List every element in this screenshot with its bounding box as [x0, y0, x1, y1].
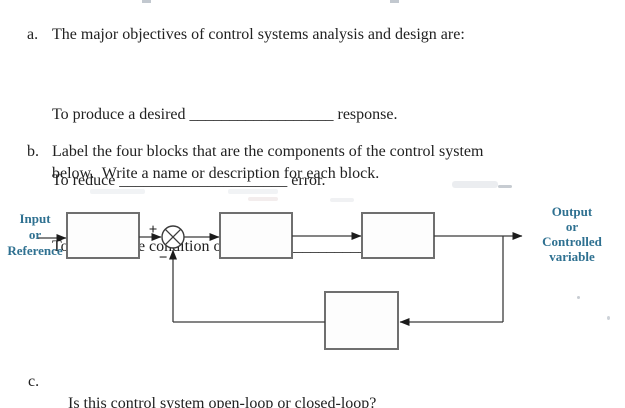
output-label-line: Controlled — [542, 234, 602, 249]
block-3 — [361, 212, 435, 259]
input-reference-label: Input or Reference — [4, 211, 66, 259]
output-label-line: Output — [551, 204, 593, 219]
output-label-line: variable — [549, 249, 595, 264]
input-label-line: or — [28, 227, 42, 242]
output-label-line: or — [565, 219, 579, 234]
section-c-question-row: Is this control system open-loop or clos… — [52, 371, 502, 408]
summing-junction-x — [164, 228, 182, 246]
minus-sign: − — [159, 250, 168, 266]
block-2 — [219, 212, 293, 259]
section-c-marker: c. — [28, 373, 40, 390]
section-a-marker: a. — [27, 26, 39, 43]
block-4-feedback — [324, 291, 399, 350]
section-b-marker: b. — [27, 143, 39, 160]
block-1 — [66, 212, 140, 259]
output-controlled-variable-label: Output or Controlled variable — [529, 204, 615, 264]
section-c-question: Is this control system open-loop or clos… — [68, 395, 377, 408]
section-c-answer-blank: ______________ — [390, 395, 503, 408]
section-b-line1: Label the four blocks that are the compo… — [52, 143, 484, 160]
fill-in-line-reduce-error: To reduce _____________________ error. — [52, 172, 326, 189]
section-b-line2: below. Write a name or description for e… — [52, 165, 380, 182]
input-label-line: Reference — [7, 243, 63, 258]
fill-in-line-desired-response: To produce a desired __________________ … — [52, 106, 398, 123]
input-label-line: Input — [19, 211, 51, 226]
plus-sign: + — [149, 222, 158, 238]
section-a-heading: The major objectives of control systems … — [52, 26, 465, 43]
